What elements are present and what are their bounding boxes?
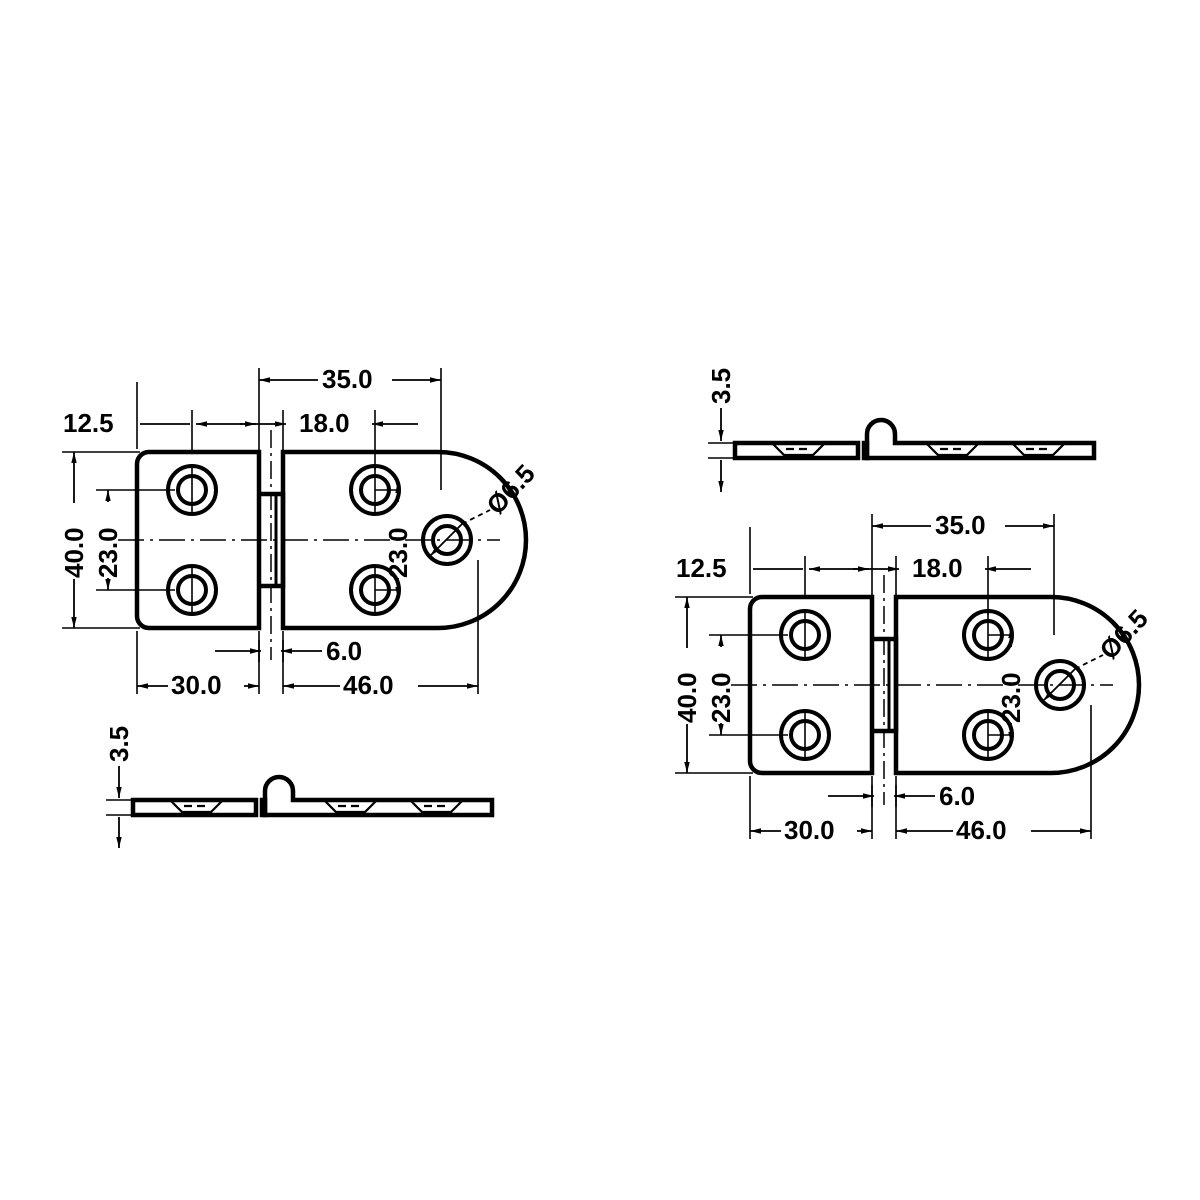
dim-label-6-br: 6.0 (939, 781, 975, 811)
countersink-outer-tl-3 (349, 464, 401, 516)
hinge-left-leaf-outline-br (747, 594, 875, 776)
dim-label-23-left-tl: 23.0 (93, 527, 123, 578)
hinge-knuckle-step-br (872, 636, 899, 734)
hinge-right-leaf-outline-br (893, 594, 1142, 776)
dim-30-tl: 30.0 (137, 670, 259, 700)
dim-label-46-tl: 46.0 (343, 670, 394, 700)
hinge-right-leaf-outline-tl (280, 449, 529, 631)
hinge-left-leaf-outline-tl (134, 449, 262, 631)
dim-46-br: 46.0 (896, 815, 1091, 845)
dim-label-12-5-tl: 12.5 (63, 408, 114, 438)
side-plate-right-knuckle-tr (864, 417, 1097, 461)
dim-12-5-tl: 12.5 (63, 408, 256, 438)
dim-label-40-br: 40.0 (672, 672, 702, 723)
hole-inner-br-5 (1044, 669, 1076, 701)
dim-35-br: 35.0 (872, 510, 1054, 540)
side-plate-left-bl (130, 797, 259, 818)
view-front-bottom-right: 12.5 35.0 18.0 40.0 23.0 (671, 510, 1154, 845)
countersink-outer-tl-4 (349, 564, 401, 616)
hole-inner-tl-5 (431, 524, 463, 556)
countersink-outer-br-5 (1034, 659, 1086, 711)
dim-46-tl: 46.0 (283, 670, 478, 700)
dim-label-23-left-br: 23.0 (706, 672, 736, 723)
countersink-outer-br-4 (962, 709, 1014, 761)
dim-23-left-tl: 23.0 (92, 490, 123, 590)
dim-label-3-5-bl: 3.5 (104, 726, 134, 762)
dim-30-br: 30.0 (750, 815, 872, 845)
dim-label-46-br: 46.0 (956, 815, 1007, 845)
countersink-outer-tl-1 (166, 464, 218, 516)
dim-label-6-tl: 6.0 (326, 636, 362, 666)
dim-label-35-br: 35.0 (935, 510, 986, 540)
side-plate-left-tr (732, 440, 861, 461)
dim-23-left-br: 23.0 (705, 635, 736, 735)
dim-6-tl: 6.0 (215, 636, 362, 666)
dim-35-tl: 35.0 (259, 364, 441, 394)
dim-label-35-tl: 35.0 (322, 364, 373, 394)
view-front-top-left: 12.5 35.0 18.0 40.0 23.0 (58, 364, 541, 700)
view-side-top-right: 3.5 (706, 368, 1097, 492)
dim-40-tl: 40.0 (58, 452, 89, 628)
hinge-knuckle-step-tl (259, 491, 286, 589)
dim-18-br: 18.0 (853, 553, 1031, 583)
dim-18-tl: 18.0 (240, 408, 418, 438)
countersink-outer-br-1 (779, 609, 831, 661)
hole-center-marks-br (804, 613, 989, 757)
screw-holes-br (779, 609, 1086, 761)
hole-center-marks-tl (191, 468, 376, 612)
dim-12-5-br: 12.5 (676, 553, 869, 583)
countersink-marks-bl (169, 799, 464, 814)
dim-label-40-tl: 40.0 (59, 527, 89, 578)
countersink-outer-tl-2 (166, 564, 218, 616)
dim-label-18-tl: 18.0 (299, 408, 350, 438)
dim-label-3-5-tr: 3.5 (706, 368, 736, 404)
dim-label-30-br: 30.0 (784, 815, 835, 845)
countersink-outer-tl-5 (421, 514, 473, 566)
dim-label-12-5-br: 12.5 (676, 553, 727, 583)
dim-label-18-br: 18.0 (912, 553, 963, 583)
side-plate-right-knuckle-bl (262, 774, 495, 818)
dim-6-br: 6.0 (828, 781, 975, 811)
dim-40-br: 40.0 (671, 597, 702, 773)
countersink-outer-br-2 (779, 709, 831, 761)
countersink-outer-br-3 (962, 609, 1014, 661)
countersink-marks-tr (771, 442, 1066, 457)
dim-label-30-tl: 30.0 (171, 670, 222, 700)
view-side-bottom-left: 3.5 (104, 726, 495, 848)
